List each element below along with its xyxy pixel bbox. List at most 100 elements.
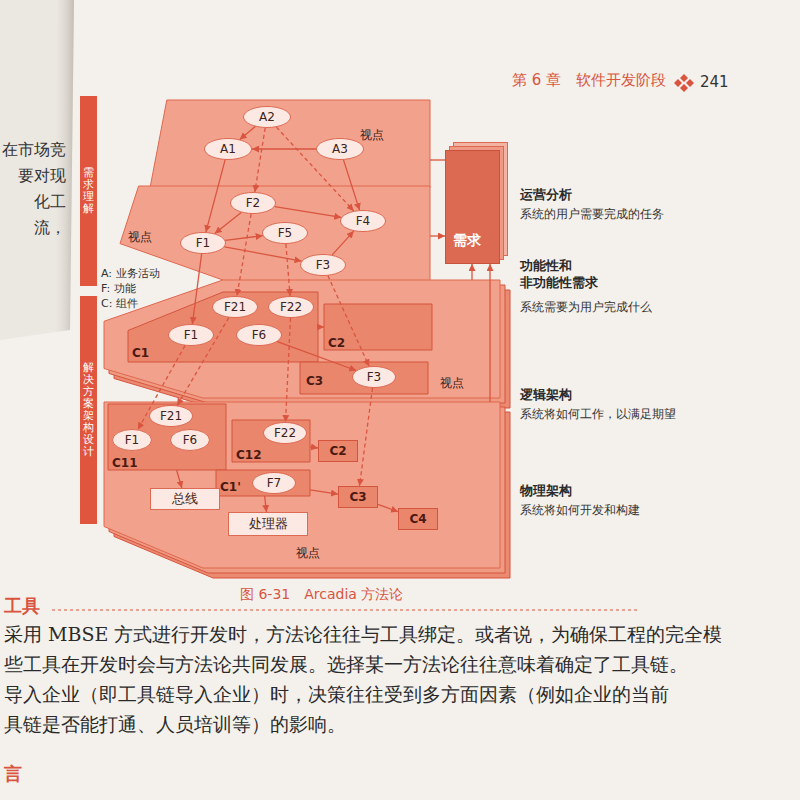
region-surface — [216, 470, 310, 496]
label-holder: 导入企业（即工具链导入企业）时，决策往往受到多方面因素（例如企业的当前 — [4, 682, 669, 707]
text-label: C: 组件 — [101, 297, 138, 311]
label-holder: 系统的用户需要完成的任务 — [520, 203, 664, 223]
text-label: 系统的用户需要完成的任务 — [520, 207, 664, 223]
region-surface — [300, 362, 428, 394]
node-label: C1' — [220, 480, 241, 494]
text-label: 流， — [34, 218, 66, 239]
node-label: F22 — [280, 300, 302, 314]
flow-arrow — [240, 127, 256, 140]
plane-surface — [120, 186, 430, 282]
physical-box: 总线 — [150, 488, 220, 510]
function-ellipse: F22 — [263, 422, 307, 444]
node-label: C12 — [236, 448, 262, 462]
function-ellipse: F4 — [340, 210, 386, 232]
text-label: 导入企业（即工具链导入企业）时，决策往往受到多方面因素（例如企业的当前 — [4, 682, 669, 707]
flow-arrow — [360, 388, 373, 486]
node-label: 需求 — [453, 232, 481, 249]
box-outline — [81, 297, 97, 524]
flow-arrow — [275, 207, 341, 218]
layer-plane: 视点C1F21F22F1F6C2C3F3 — [104, 280, 500, 398]
function-ellipse: A1 — [204, 138, 252, 160]
node-label: F3 — [367, 370, 382, 384]
text-label: 些工具在开发时会与方法论共同发展。选择某一方法论往往意味着确定了工具链。 — [4, 652, 688, 677]
text-label: A: 业务活动 — [101, 267, 160, 281]
flow-arrow — [206, 160, 225, 232]
flow-arrow — [265, 496, 267, 512]
text-label: 在市场竞 — [2, 140, 66, 161]
node-label: A3 — [332, 142, 348, 156]
function-ellipse: F1 — [112, 429, 152, 451]
node-label: C2 — [329, 444, 346, 458]
function-ellipse: F7 — [252, 472, 296, 494]
flow-arrow — [286, 244, 290, 296]
box-outline — [399, 509, 438, 530]
ellipse-outline — [301, 255, 346, 276]
flow-arrow — [215, 212, 241, 233]
node-label: F1 — [125, 433, 140, 447]
ellipse-outline — [150, 406, 193, 427]
viewpoint-label: 视点 — [360, 128, 384, 142]
flow-arrow — [378, 504, 398, 511]
plane-surface — [150, 100, 430, 188]
flow-arrow — [344, 160, 360, 210]
figure-caption: 图 6-31 Arcadia 方法论 — [240, 585, 403, 603]
label-holder: 物理架构 — [520, 480, 572, 500]
box-outline — [446, 151, 500, 264]
flow-arrow — [177, 470, 182, 488]
function-ellipse: F21 — [149, 405, 193, 427]
node-label: F4 — [356, 214, 371, 228]
box-outline — [339, 487, 378, 508]
plane-surface — [104, 402, 500, 568]
text-label: 系统需要为用户完成什么 — [520, 300, 652, 316]
flow-arrow — [310, 490, 338, 494]
node-label: 总线 — [172, 491, 198, 507]
node-outline — [150, 100, 430, 188]
ellipse-outline — [244, 107, 291, 128]
flow-arrow — [225, 247, 302, 261]
text-label: F: 功能 — [101, 282, 136, 296]
component-region: C11F21F1F6 — [108, 404, 226, 470]
label-holder: 在市场竞 — [2, 140, 66, 161]
function-ellipse: F5 — [262, 222, 308, 244]
label-holder: 言 — [4, 762, 22, 785]
ellipse-outline — [341, 211, 386, 232]
node-label: F22 — [274, 426, 296, 440]
text-label: 物理架构 — [520, 483, 572, 500]
text-label: 系统将如何工作，以满足期望 — [520, 407, 676, 423]
region-surface — [324, 304, 432, 350]
left-page — [0, 0, 74, 340]
function-ellipse: F21 — [212, 296, 258, 318]
flow-arrow — [328, 276, 369, 367]
ellipse-outline — [263, 223, 308, 244]
text-label: 第 6 章 软件开发阶段 — [512, 71, 666, 91]
function-ellipse: F6 — [236, 324, 282, 346]
label-holder: 工具 — [4, 594, 40, 617]
node-label: F5 — [278, 226, 293, 240]
function-ellipse: F3 — [352, 366, 396, 388]
text-label: 工具 — [4, 594, 40, 617]
ellipse-outline — [113, 430, 152, 451]
node-label: F1 — [196, 236, 211, 250]
ellipse-outline — [171, 430, 210, 451]
node-label: F3 — [316, 258, 331, 272]
label-holder: 些工具在开发时会与方法论共同发展。选择某一方法论往往意味着确定了工具链。 — [4, 652, 688, 677]
node-label: C1 — [132, 346, 149, 360]
physical-box: 处理器 — [228, 512, 308, 536]
label-holder: A: 业务活动 — [101, 262, 160, 281]
region-surface — [232, 420, 310, 462]
flow-arrow — [255, 128, 265, 192]
header-icon — [674, 74, 694, 92]
label-holder: 系统需要为用户完成什么 — [520, 296, 652, 316]
component-box: C2 — [318, 440, 358, 462]
text-label: 运营分析 — [520, 187, 572, 204]
component-region: C2 — [324, 304, 432, 350]
box-outline — [151, 489, 220, 510]
label-holder: 采用 MBSE 方式进行开发时，方法论往往与工具绑定。或者说，为确保工程的完全模 — [4, 622, 722, 647]
viewpoint-label: 视点 — [296, 546, 320, 560]
text-label: 系统将如何开发和构建 — [520, 503, 640, 519]
ellipse-outline — [213, 297, 258, 318]
